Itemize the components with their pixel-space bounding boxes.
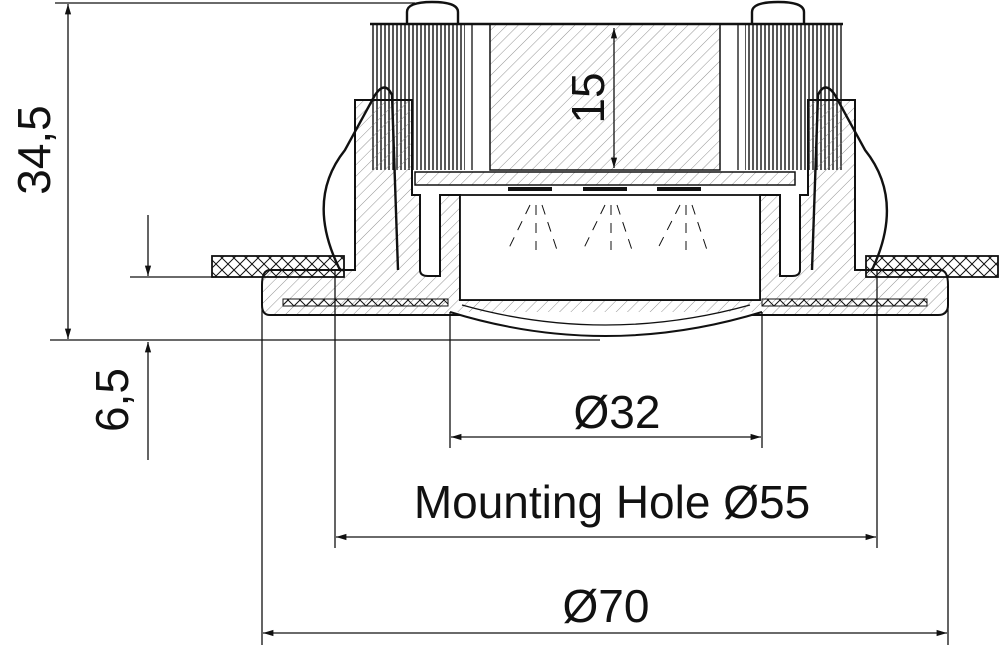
lens-diameter-label: Ø32 (574, 386, 661, 438)
extension-lines (50, 2, 949, 645)
ceiling-board-right (865, 255, 999, 278)
screw-right (750, 0, 806, 24)
heat-sink (370, 22, 843, 171)
module-height-label: 15 (562, 72, 614, 123)
protrusion-label: 6,5 (86, 368, 138, 432)
housing (261, 99, 949, 337)
light-rays (507, 204, 708, 251)
outer-diameter-label: Ø70 (563, 580, 650, 632)
screw-left (405, 0, 460, 24)
spring-clip-right (810, 86, 889, 271)
led-plate (414, 171, 796, 186)
led-chips (508, 187, 701, 191)
spring-clip-left (322, 86, 400, 271)
mounting-hole-label: Mounting Hole Ø55 (414, 476, 810, 528)
ceiling-board-left (211, 255, 345, 278)
total-height-label: 34,5 (8, 105, 60, 195)
